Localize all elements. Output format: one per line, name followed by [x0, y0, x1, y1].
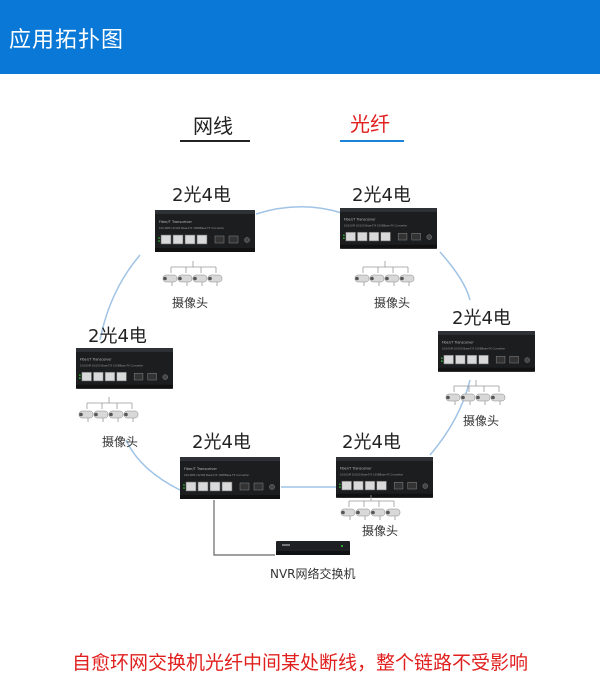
switch-bottom	[179, 456, 281, 500]
node-label-left: 2光4电	[88, 326, 147, 347]
camera-label-left: 摄像头	[102, 435, 139, 449]
footer-caption: 自愈环网交换机光纤中间某处断线，整个链路不受影响	[71, 652, 528, 674]
switch-left	[75, 347, 174, 390]
page-title: 应用拓扑图	[9, 28, 125, 53]
switch-top-right	[339, 207, 438, 250]
cameras-right	[445, 379, 506, 406]
switch-bottom-right	[335, 456, 434, 499]
legend-fiber-underline	[340, 140, 404, 142]
node-label-top-right: 2光4电	[352, 185, 411, 206]
node-label-right: 2光4电	[452, 308, 511, 329]
nvr-device	[276, 541, 350, 555]
node-label-bottom: 2光4电	[192, 432, 251, 453]
switch-top-left	[154, 209, 256, 253]
node-label-bottom-right: 2光4电	[342, 432, 401, 453]
camera-label-top-left: 摄像头	[172, 296, 209, 310]
legend-fiber-label: 光纤	[350, 112, 390, 136]
nvr-label: NVR网络交换机	[270, 567, 356, 581]
legend-cable-underline	[180, 140, 250, 142]
camera-label-right: 摄像头	[463, 414, 500, 428]
camera-label-bottom-right: 摄像头	[362, 524, 399, 538]
cameras-left	[78, 396, 139, 423]
header-bar: 应用拓扑图	[0, 0, 600, 74]
camera-label-top-right: 摄像头	[374, 296, 411, 310]
node-label-top-left: 2光4电	[172, 185, 231, 206]
fiber-ring	[99, 206, 471, 491]
cameras-bottom-right	[340, 494, 401, 521]
cameras-top-left	[162, 260, 223, 287]
legend-cable-label: 网线	[193, 114, 233, 138]
cable-line	[213, 500, 275, 556]
cameras-top-right	[354, 260, 415, 287]
switch-right	[437, 330, 536, 373]
